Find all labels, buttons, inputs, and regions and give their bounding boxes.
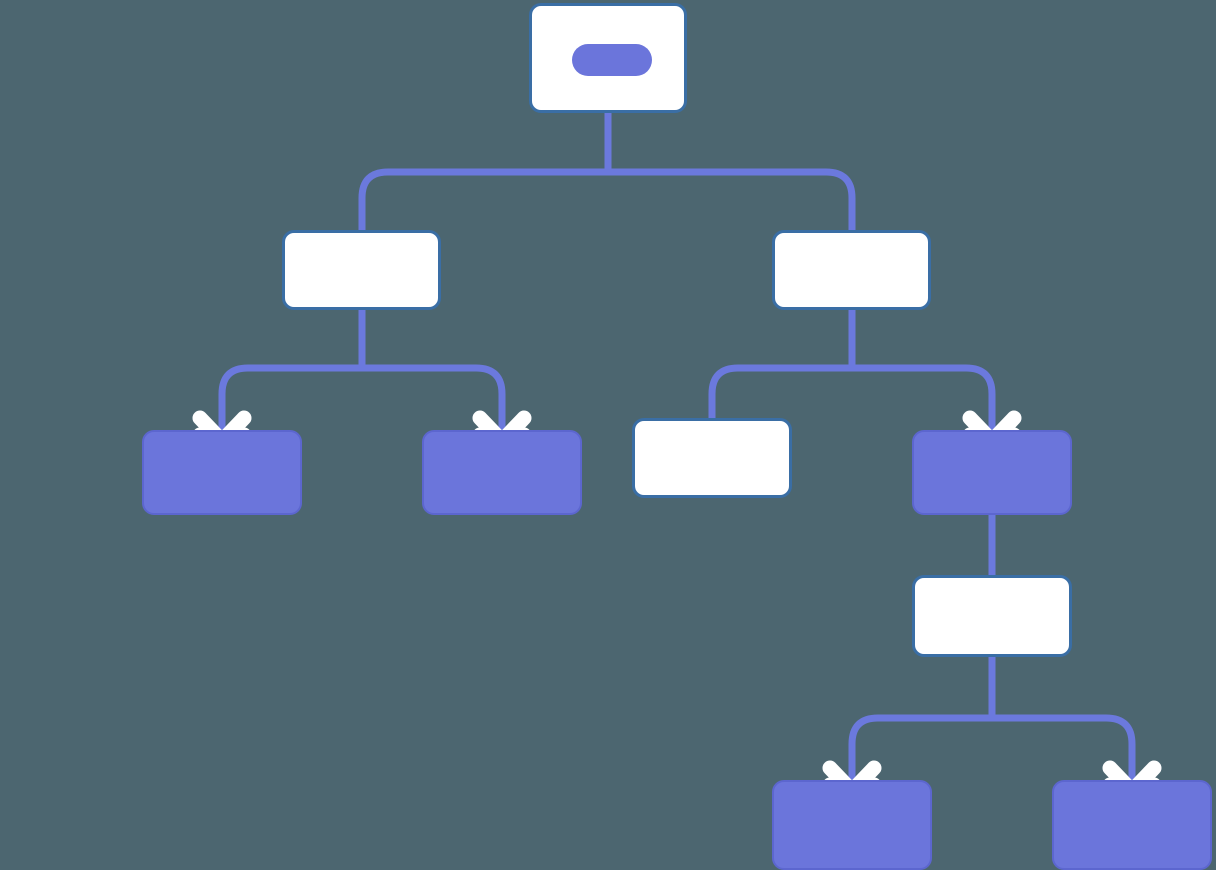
node-d[interactable] <box>912 430 1072 515</box>
edge-branch-deep-to-leaf-e <box>848 714 992 782</box>
node-leaf-a[interactable] <box>142 430 302 515</box>
node-leaf-e[interactable] <box>772 780 932 870</box>
node-leaf-c[interactable] <box>632 418 792 498</box>
edge-branch-right-to-node-d <box>852 364 996 432</box>
pill-badge <box>572 44 652 76</box>
edge-branch-right-to-leaf-c <box>708 364 852 418</box>
node-branch-deep[interactable] <box>912 575 1072 657</box>
edge-branch-left-to-leaf-b <box>362 364 506 432</box>
edge-branch-deep-to-leaf-f <box>992 714 1136 782</box>
node-leaf-b[interactable] <box>422 430 582 515</box>
edge-root-to-branch-right <box>608 168 856 230</box>
node-leaf-f[interactable] <box>1052 780 1212 870</box>
node-branch-left[interactable] <box>282 230 441 310</box>
node-branch-right[interactable] <box>772 230 931 310</box>
node-root[interactable] <box>529 3 687 113</box>
edge-branch-left-to-leaf-a <box>218 364 362 432</box>
edge-root-to-branch-left <box>358 168 608 230</box>
